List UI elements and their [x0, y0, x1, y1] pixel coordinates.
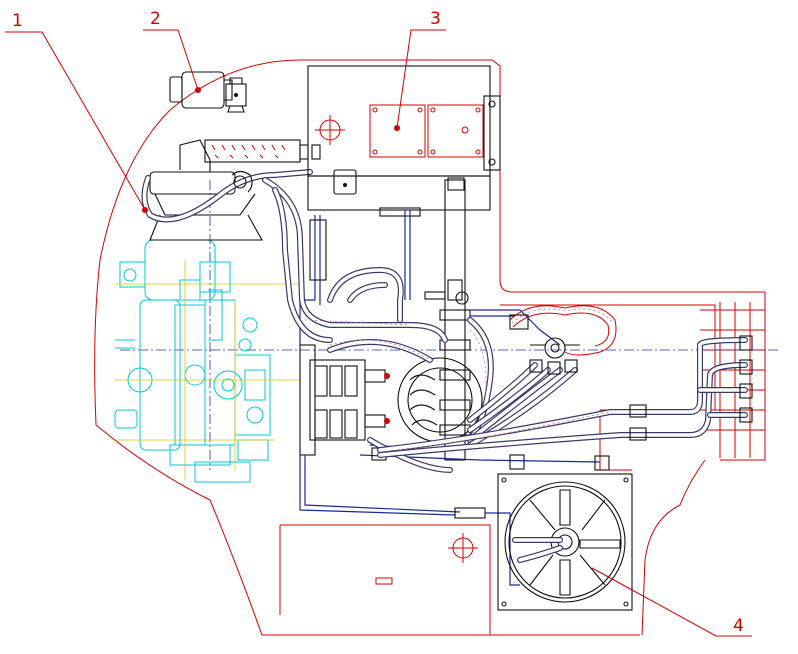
- hydraulic-pump: [141, 139, 313, 241]
- pipe-runs: [299, 179, 610, 586]
- frame-outline: [94, 59, 766, 636]
- hydraulic-tank: [307, 65, 501, 217]
- callout-3: 3: [430, 9, 441, 29]
- tank-cover-plate-right: [427, 104, 484, 158]
- oil-cooler: [497, 473, 633, 611]
- tank-datum-mark: [448, 533, 478, 563]
- return-filter: [169, 71, 247, 113]
- rotary-joint: [509, 305, 617, 375]
- boom-fittings: [629, 335, 753, 441]
- callout-4: 4: [733, 616, 744, 636]
- engine: [114, 239, 271, 483]
- multiway-valve: [299, 344, 390, 456]
- tank-cover-plate-left: [369, 104, 426, 158]
- callout-1: 1: [12, 11, 23, 31]
- callout-2: 2: [150, 9, 161, 29]
- callout-leaders: [5, 29, 752, 637]
- tank-filler-cap: [315, 115, 345, 145]
- engine-reference-lines: [115, 260, 300, 480]
- hoses: [262, 177, 748, 473]
